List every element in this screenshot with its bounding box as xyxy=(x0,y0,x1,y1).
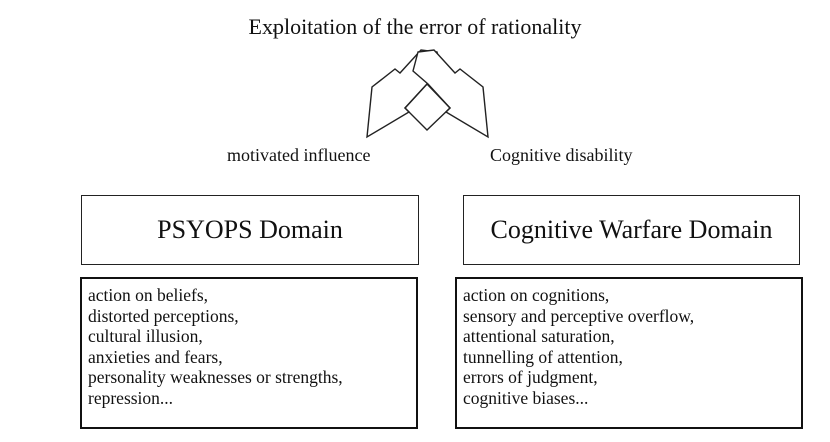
list-item: personality weaknesses or strengths, xyxy=(88,367,343,387)
cognitive-warfare-domain-title: Cognitive Warfare Domain xyxy=(490,215,773,244)
list-item: distorted perceptions, xyxy=(88,305,239,326)
list-item: action on beliefs, xyxy=(88,285,209,305)
psyops-items-box: action on beliefs, distorted perceptions… xyxy=(80,277,418,429)
label-cognitive-disability: Cognitive disability xyxy=(490,145,633,165)
psyops-domain-title: PSYOPS Domain xyxy=(157,215,343,244)
list-item: cognitive biases... xyxy=(463,387,589,408)
list-item: anxieties and fears, xyxy=(88,346,223,367)
psyops-items-list: action on beliefs, distorted perceptions… xyxy=(88,285,410,408)
psyops-domain-box: PSYOPS Domain xyxy=(81,195,419,265)
cognitive-warfare-domain-box: Cognitive Warfare Domain xyxy=(463,195,800,265)
diagram-title: Exploitation of the error of rationality xyxy=(248,14,582,39)
label-motivated-influence: motivated influence xyxy=(227,145,371,165)
arrow-to-cognitive-disability xyxy=(412,49,489,139)
list-item: tunnelling of attention, xyxy=(463,346,623,367)
list-item: errors of judgment, xyxy=(463,367,598,387)
cognitive-warfare-items-box: action on cognitions, sensory and percep… xyxy=(455,277,803,429)
stray-dot xyxy=(273,29,276,32)
list-item: repression... xyxy=(88,387,174,408)
list-item: attentional saturation, xyxy=(463,326,615,346)
cognitive-warfare-items-list: action on cognitions, sensory and percep… xyxy=(463,285,795,408)
cross-diamond xyxy=(404,82,451,131)
list-item: sensory and perceptive overflow, xyxy=(463,305,695,326)
list-item: action on cognitions, xyxy=(463,285,610,305)
list-item: cultural illusion, xyxy=(88,326,203,346)
